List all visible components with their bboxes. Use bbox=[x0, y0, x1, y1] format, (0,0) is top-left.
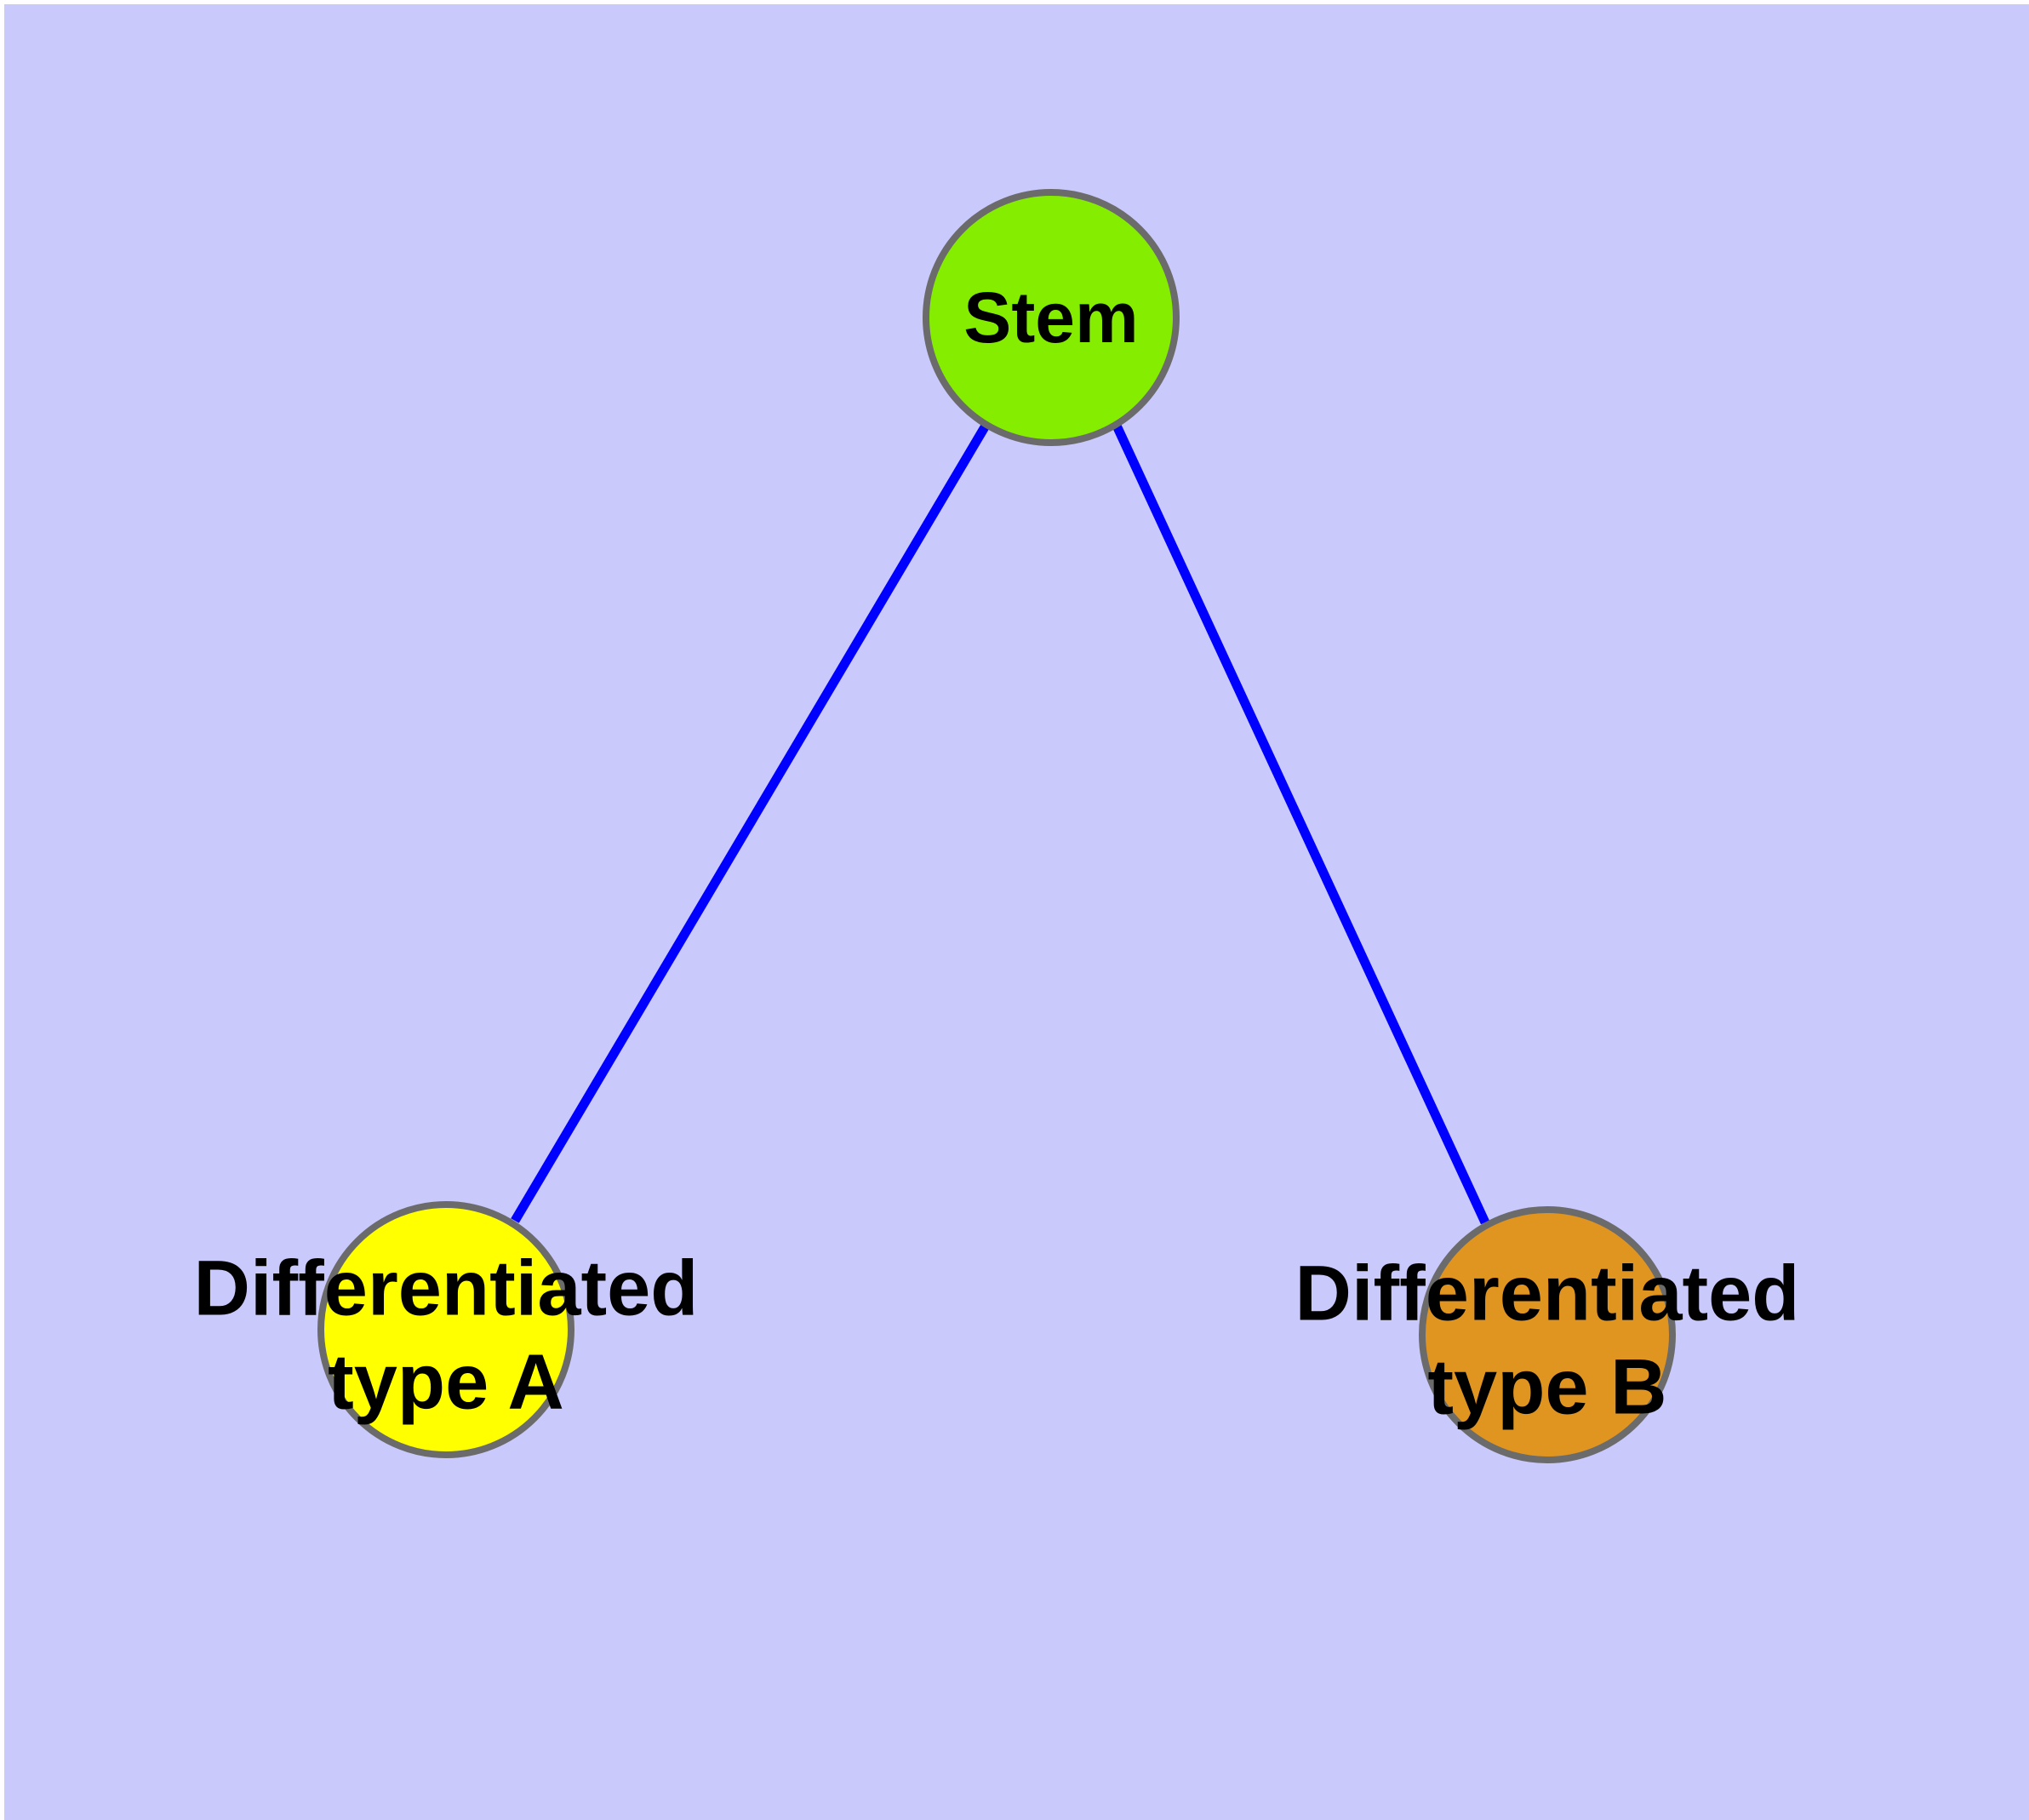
node-stem-circle[interactable] bbox=[923, 189, 1180, 446]
edge-stem-to-differentiated-type-b[interactable] bbox=[1112, 423, 1489, 1225]
node-differentiated-type-b-label-line1: Differentiated bbox=[1295, 1250, 1800, 1336]
node-differentiated-type-a-label-line2: type A bbox=[328, 1338, 564, 1425]
canvas-left-margin bbox=[0, 0, 4, 1820]
node-stem-label: Stem bbox=[963, 278, 1138, 358]
node-differentiated-type-b-label-line2: type B bbox=[1427, 1343, 1666, 1430]
node-differentiated-type-a-circle[interactable] bbox=[317, 1201, 574, 1458]
edge-stem-to-differentiated-type-a[interactable] bbox=[511, 423, 990, 1223]
canvas-top-margin bbox=[0, 0, 2029, 4]
node-label-layer: Stem Differentiated type A Differentiate… bbox=[194, 278, 1800, 1430]
edge-layer bbox=[511, 423, 1489, 1225]
node-differentiated-type-b-circle[interactable] bbox=[1419, 1206, 1676, 1463]
node-differentiated-type-a-label-line1: Differentiated bbox=[194, 1245, 699, 1331]
node-shape-layer bbox=[317, 189, 1676, 1463]
